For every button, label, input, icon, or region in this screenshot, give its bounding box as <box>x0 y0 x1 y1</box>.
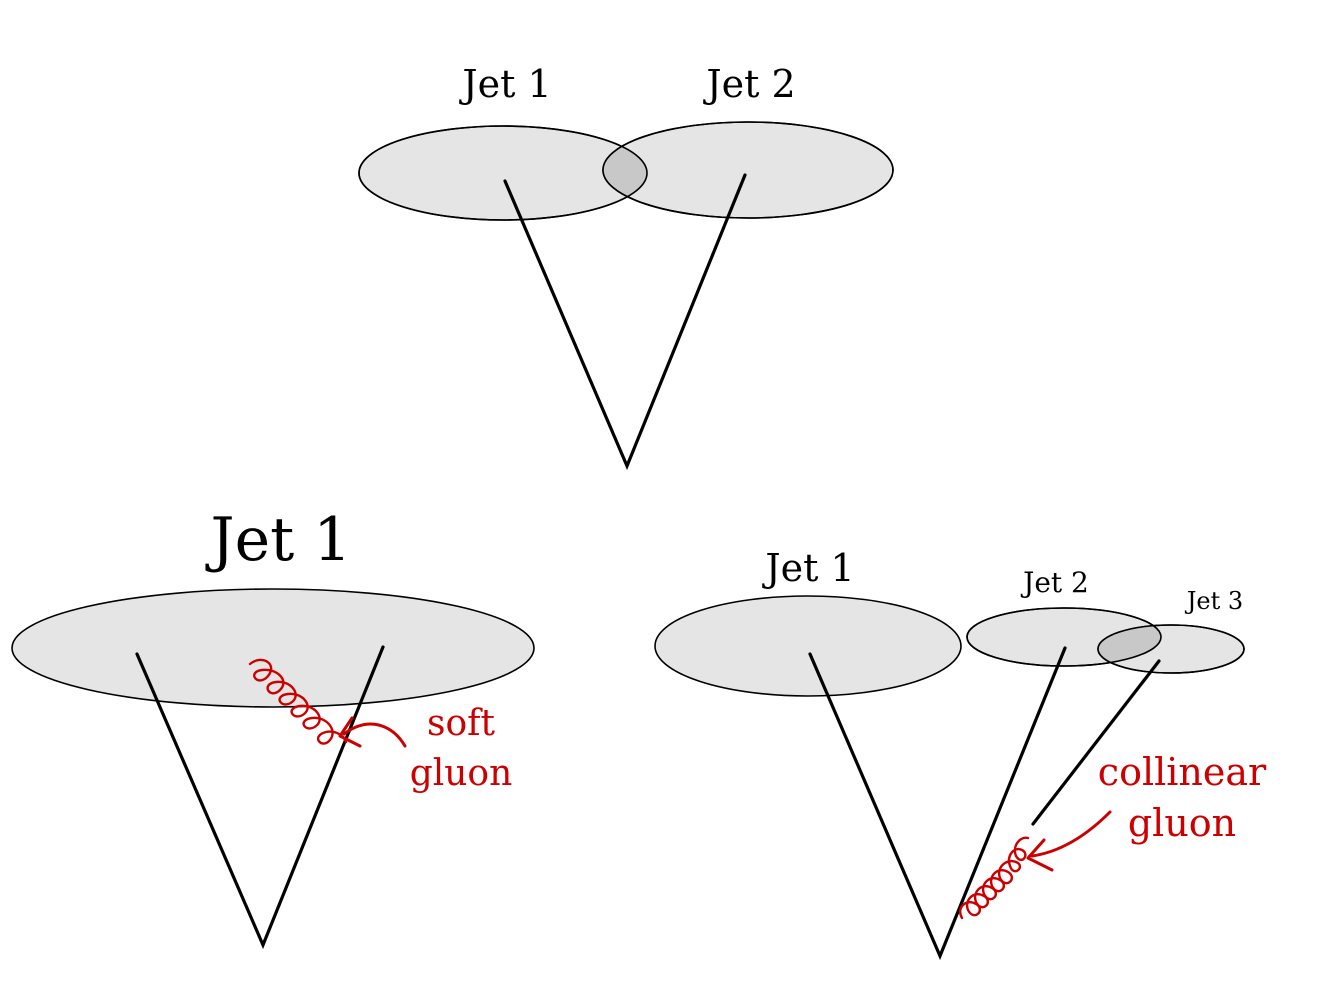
br-gluon-arrow <box>1030 810 1112 858</box>
top-jet1-outline <box>358 125 648 221</box>
bl-gluon-label-line2: gluon <box>410 753 513 794</box>
br-collinear-gluon <box>959 836 1030 920</box>
top-jet1-label: Jet 1 <box>458 62 551 106</box>
bl-gluon-arrowhead <box>338 716 362 748</box>
br-jet3-parton-line <box>1031 659 1161 826</box>
top-parton-lines <box>503 173 747 471</box>
br-jet2-label: Jet 2 <box>1020 566 1089 599</box>
br-jet1-cone <box>654 595 962 697</box>
br-jet1-label: Jet 1 <box>761 546 854 590</box>
br-jet3-outline <box>1097 624 1245 674</box>
br-jet2-outline <box>966 607 1162 667</box>
bottom-left-panel: Jet 1 soft gluon <box>11 505 535 950</box>
br-gluon-arrowhead <box>1026 838 1054 872</box>
bl-parton-lines <box>135 645 385 950</box>
bl-jet1-label: Jet 1 <box>205 505 352 575</box>
top-jet2-outline <box>602 121 894 219</box>
bl-jet1-cone <box>11 588 535 708</box>
br-gluon-label-line2: gluon <box>1128 801 1236 845</box>
br-parton-lines <box>808 646 1067 961</box>
bottom-right-panel: Jet 1 Jet 2 Jet 3 collinear gluon <box>654 546 1267 961</box>
bl-gluon-label-line1: soft <box>427 703 495 744</box>
bl-soft-gluon <box>248 658 348 745</box>
top-jet2-label: Jet 2 <box>702 62 795 106</box>
br-jet3-label: Jet 3 <box>1184 587 1243 615</box>
top-panel: Jet 1 Jet 2 <box>358 62 894 471</box>
bl-gluon-arrow <box>342 722 407 748</box>
br-gluon-label-line1: collinear <box>1098 750 1267 794</box>
